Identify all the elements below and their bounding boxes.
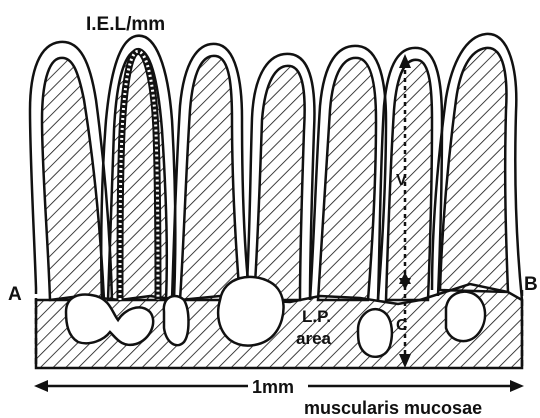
point-a-label: A — [8, 284, 22, 305]
villus-core-3 — [180, 56, 240, 300]
lp-label-line2: area — [296, 329, 332, 348]
crypt-2 — [164, 296, 189, 345]
villus-core-5 — [318, 58, 376, 300]
crypt-5 — [446, 292, 485, 341]
villus-core-7 — [440, 48, 508, 292]
iel-label: I.E.L/mm — [86, 14, 165, 35]
muscularis-label: muscularis mucosae — [304, 398, 482, 418]
crypt-3 — [218, 277, 283, 346]
c-label: C — [396, 317, 408, 334]
villus-core-4 — [254, 66, 305, 300]
lp-label-line1: L.P. — [302, 307, 331, 326]
crypt-4 — [358, 309, 392, 357]
point-b-label: B — [524, 274, 538, 295]
v-label: V — [396, 172, 407, 189]
scale-label: 1mm — [252, 377, 294, 397]
villus-core-6 — [386, 60, 432, 300]
